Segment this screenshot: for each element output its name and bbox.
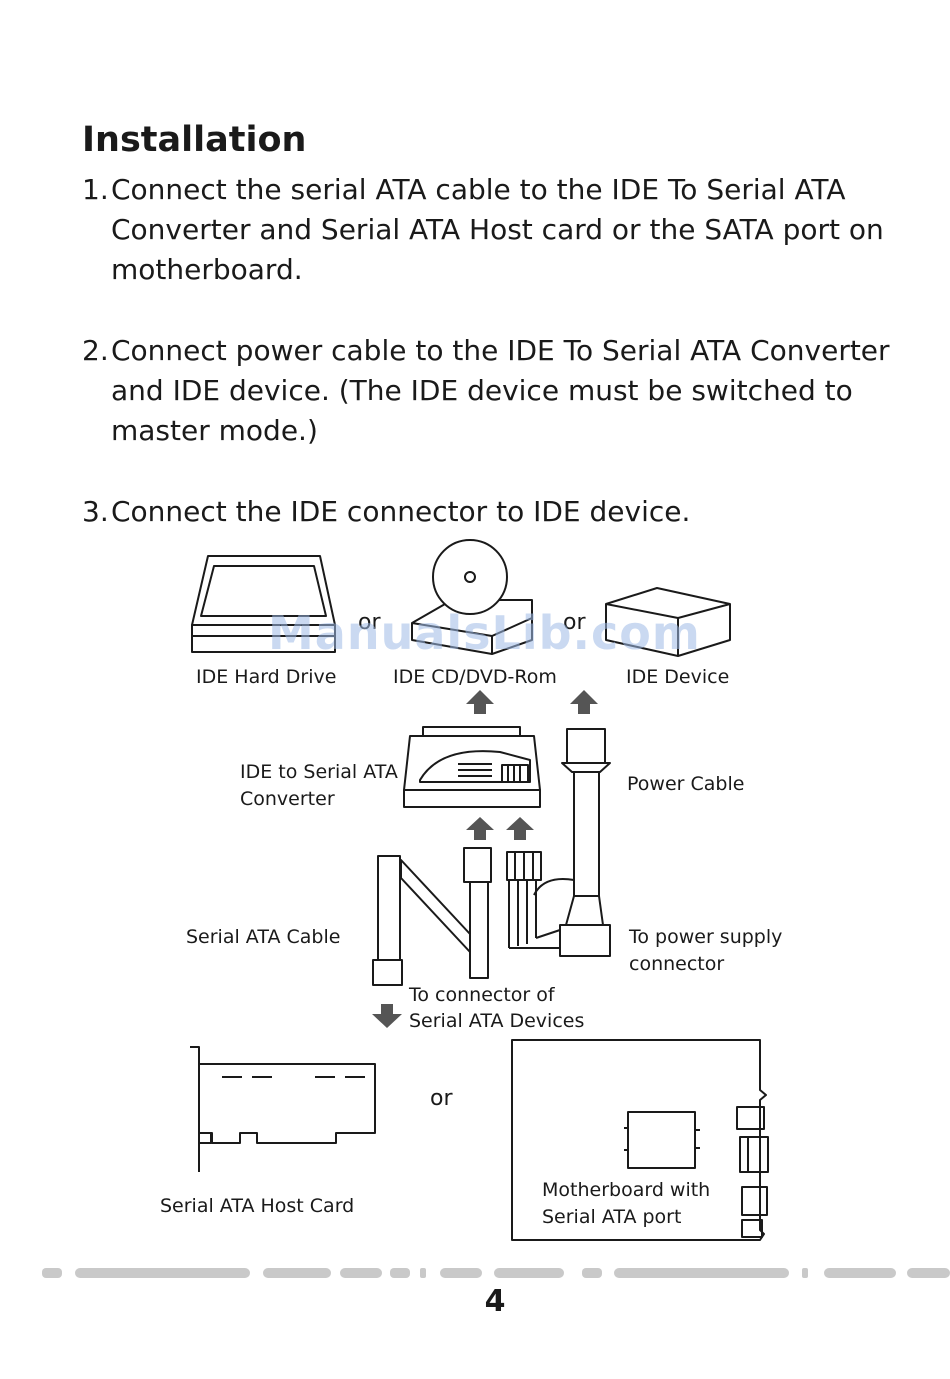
power-cable-icon xyxy=(533,728,611,957)
hard-drive-icon xyxy=(191,555,336,653)
step-text: Connect the IDE connector to IDE device. xyxy=(111,495,691,528)
label-to-power-supply-line2: connector xyxy=(629,953,725,975)
arrow-up-icon xyxy=(506,817,534,840)
or-label: or xyxy=(358,610,381,635)
arrows xyxy=(372,690,598,1028)
arrow-down-icon xyxy=(372,1004,402,1028)
step-number: 2. xyxy=(82,334,109,367)
page-number: 4 xyxy=(484,1284,506,1319)
step-number: 1. xyxy=(82,173,109,206)
label-motherboard-line1: Motherboard with xyxy=(542,1179,711,1201)
label-motherboard-line2: Serial ATA port xyxy=(542,1206,682,1228)
cd-dvd-rom-icon xyxy=(411,539,533,655)
arrow-up-icon xyxy=(466,817,494,840)
host-card-icon xyxy=(190,1046,376,1172)
label-sata-cable: Serial ATA Cable xyxy=(186,926,341,948)
arrow-up-icon xyxy=(466,690,494,714)
step-2: 2. Connect power cable to the IDE To Ser… xyxy=(82,331,912,451)
arrow-up-icon xyxy=(570,690,598,714)
label-host-card: Serial ATA Host Card xyxy=(160,1195,355,1217)
step-3: 3. Connect the IDE connector to IDE devi… xyxy=(82,492,912,532)
label-ide-hard-drive: IDE Hard Drive xyxy=(196,666,337,688)
label-converter-line2: Converter xyxy=(240,788,335,810)
step-1: 1. Connect the serial ATA cable to the I… xyxy=(82,170,912,290)
label-ide-device: IDE Device xyxy=(626,666,730,688)
page-title: Installation xyxy=(82,120,307,160)
converter-icon xyxy=(403,726,541,808)
step-text: Connect power cable to the IDE To Serial… xyxy=(111,334,890,447)
label-to-connector-line2: Serial ATA Devices xyxy=(409,1010,585,1032)
power-plug-icon xyxy=(506,851,561,949)
label-to-power-supply-line1: To power supply xyxy=(629,926,783,948)
label-power-cable: Power Cable xyxy=(627,773,745,795)
or-label: or xyxy=(563,610,586,635)
watermark: ManualsLib.com xyxy=(268,606,701,660)
step-number: 3. xyxy=(82,495,109,528)
or-label: or xyxy=(430,1086,453,1111)
label-converter-line1: IDE to Serial ATA xyxy=(240,761,398,783)
ide-device-icon xyxy=(605,587,731,657)
label-to-connector-line1: To connector of xyxy=(409,984,555,1006)
label-ide-cd-dvd-rom: IDE CD/DVD-Rom xyxy=(393,666,557,688)
sata-cable-icon xyxy=(372,847,492,986)
footer-strip xyxy=(42,1268,950,1278)
motherboard-icon xyxy=(511,1039,769,1241)
step-text: Connect the serial ATA cable to the IDE … xyxy=(111,173,884,286)
